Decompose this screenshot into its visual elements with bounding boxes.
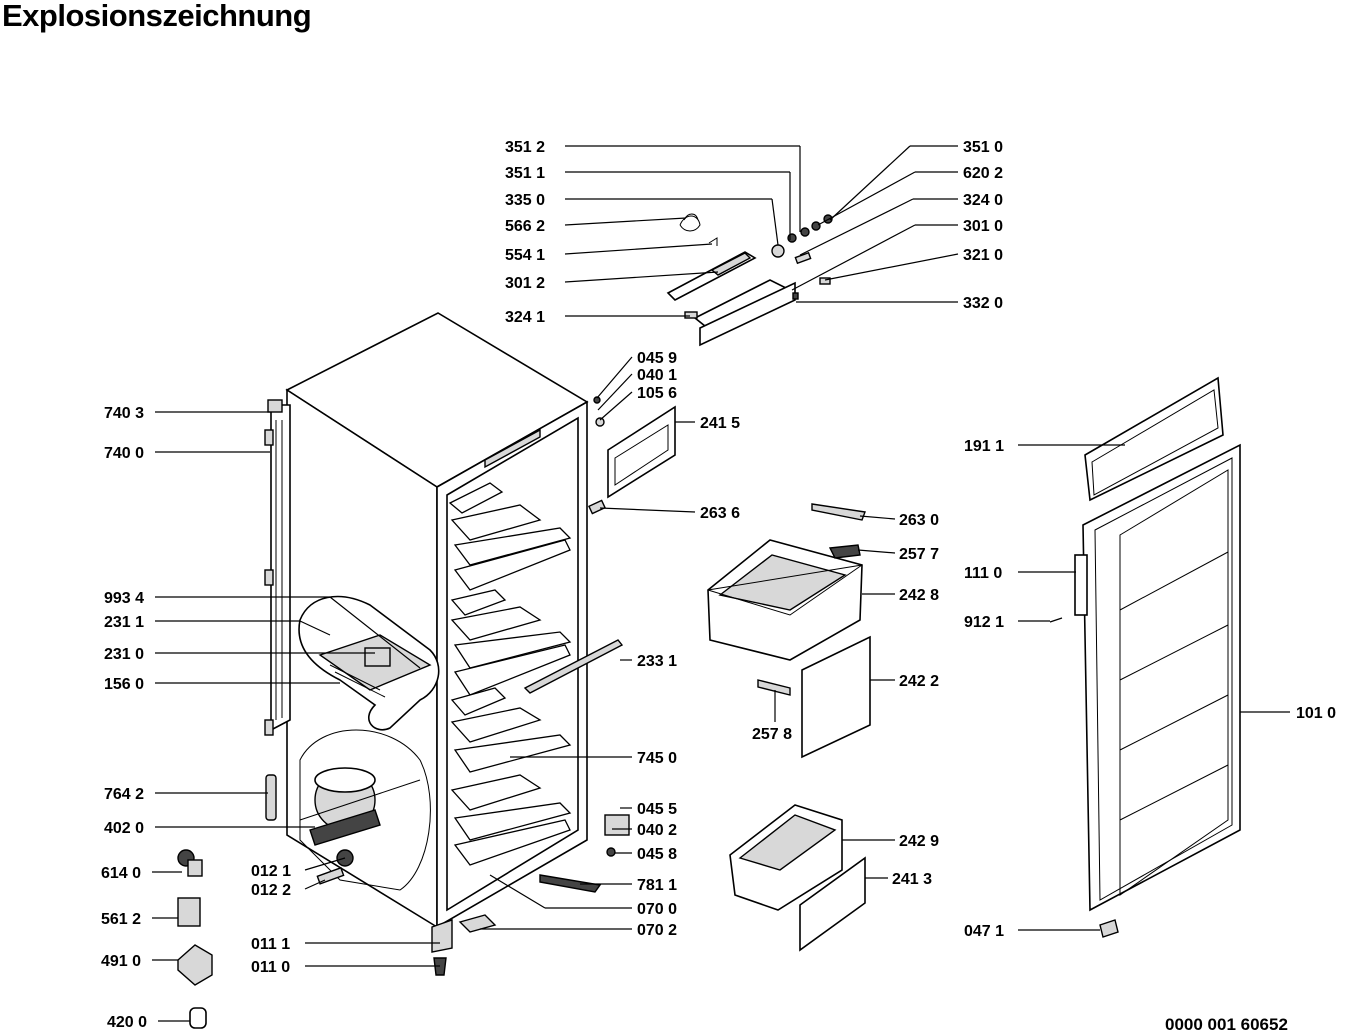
part-label: 491 0 [101, 953, 141, 970]
part-label: 231 0 [104, 646, 144, 663]
part-labels: 351 2 351 1 335 0 566 2 554 1 301 2 324 … [101, 139, 1336, 1031]
part-label: 351 1 [505, 165, 545, 182]
part-label: 101 0 [1296, 705, 1336, 722]
part-label: 263 6 [700, 505, 740, 522]
part-label: 047 1 [964, 923, 1004, 940]
door [1049, 376, 1241, 938]
part-label: 105 6 [637, 385, 677, 402]
condenser [264, 399, 291, 736]
part-label: 912 1 [964, 614, 1004, 631]
part-label: 241 5 [700, 415, 740, 432]
part-label: 745 0 [637, 750, 677, 767]
part-label: 012 1 [251, 863, 291, 880]
part-label: 351 2 [505, 139, 545, 156]
part-label: 111 0 [964, 565, 1002, 582]
part-label: 993 4 [104, 590, 144, 607]
part-label: 257 8 [752, 726, 792, 743]
part-label: 321 0 [963, 247, 1003, 264]
part-label: 242 9 [899, 833, 939, 850]
part-label: 242 8 [899, 587, 939, 604]
part-label: 242 2 [899, 673, 939, 690]
compressor-compartment [299, 729, 431, 891]
part-label: 402 0 [104, 820, 144, 837]
part-label: 554 1 [505, 247, 545, 264]
part-label: 241 3 [892, 871, 932, 888]
freezer-shelves [448, 482, 572, 866]
page-title: Explosionszeichnung [2, 0, 312, 33]
part-label: 045 8 [637, 846, 677, 863]
part-label: 040 2 [637, 822, 677, 839]
part-label: 045 9 [637, 350, 677, 367]
part-label: 301 0 [963, 218, 1003, 235]
part-label: 070 2 [637, 922, 677, 939]
part-label: 781 1 [637, 877, 677, 894]
part-label: 566 2 [505, 218, 545, 235]
control-board-assembly [298, 595, 440, 731]
part-label: 156 0 [104, 676, 144, 693]
crisper-drawer-upper [707, 503, 871, 759]
part-label: 614 0 [101, 865, 141, 882]
part-label: 011 1 [251, 936, 290, 953]
top-control-strip [666, 213, 833, 347]
part-label: 324 1 [505, 309, 545, 326]
part-label: 335 0 [505, 192, 545, 209]
part-label: 764 2 [104, 786, 144, 803]
part-label: 332 0 [963, 295, 1003, 312]
part-label: 070 0 [637, 901, 677, 918]
evaporator-cover [588, 396, 676, 515]
part-label: 257 7 [899, 546, 939, 563]
part-label: 231 1 [104, 614, 144, 631]
leader-lines [152, 145, 1290, 1022]
part-label: 045 5 [637, 801, 677, 818]
part-label: 740 3 [104, 405, 144, 422]
part-label: 012 2 [251, 882, 291, 899]
part-label: 301 2 [505, 275, 545, 292]
part-label: 620 2 [963, 165, 1003, 182]
drawing-reference-number: 0000 001 60652 [1165, 1015, 1288, 1032]
crisper-drawer-lower [539, 804, 866, 952]
part-label: 561 2 [101, 911, 141, 928]
part-label: 263 0 [899, 512, 939, 529]
part-label: 420 0 [107, 1014, 147, 1031]
part-label: 351 0 [963, 139, 1003, 156]
part-label: 324 0 [963, 192, 1003, 209]
electrical-components [177, 814, 630, 1029]
part-label: 233 1 [637, 653, 677, 670]
part-label: 040 1 [637, 367, 677, 384]
part-label: 740 0 [104, 445, 144, 462]
part-label: 191 1 [964, 438, 1004, 455]
part-label: 011 0 [251, 959, 290, 976]
